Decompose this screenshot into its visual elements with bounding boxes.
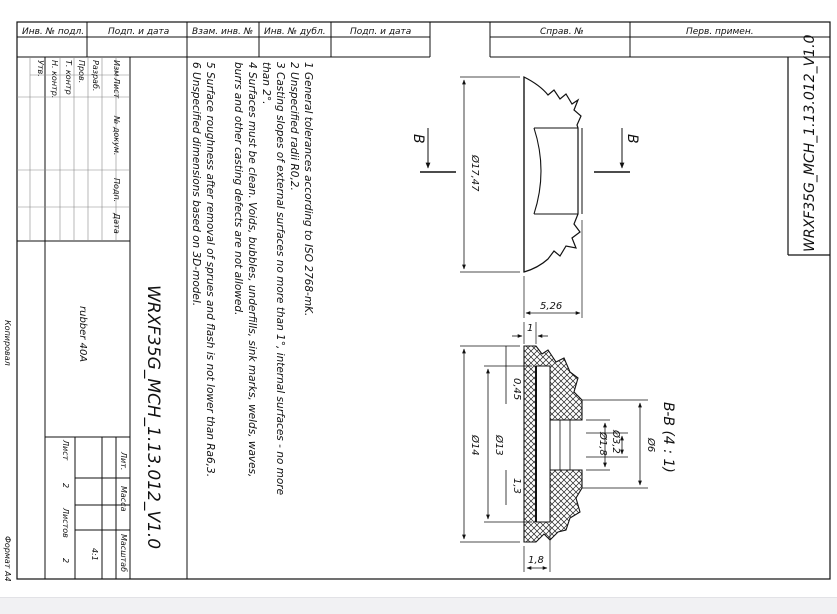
title-block: Изм Разраб. Пров. Т. контр Н. контр. Утв… — [3, 57, 188, 582]
format-label: Формат A4 — [3, 536, 12, 582]
side-code-box: WRXF35G_MCH_1.13.012_V1.0 — [787, 34, 830, 256]
note-line: 5 Surface roughness after removal of spr… — [204, 62, 216, 477]
masshtab-label: Масштаб — [119, 534, 128, 572]
listov-label: Листов — [61, 507, 70, 538]
dim-18d: Ø1,8 — [597, 431, 609, 456]
listov-number: 2 — [61, 558, 70, 563]
designation: WRXF35G_MCH_1.13.012_V1.0 — [143, 285, 163, 549]
list-number: 2 — [61, 483, 70, 488]
dim-13: Ø13 — [493, 434, 505, 456]
dim-bottom: 1,8 — [528, 555, 544, 566]
note-line: 2 Unspecified radii R0,2. — [288, 62, 300, 191]
label-inv-podl: Инв. № подл. — [22, 27, 84, 37]
note-line: 1 General tolerances according to ISO 27… — [302, 62, 314, 316]
row-prov: Пров. — [77, 60, 86, 83]
label-podp-data-2: Подп. и дата — [350, 27, 411, 37]
label-inv-dubl: Инв. № дубл. — [264, 27, 326, 37]
material: rubber 40A — [77, 306, 88, 362]
technical-notes: 1 General tolerances according to ISO 27… — [190, 62, 314, 495]
top-strip: Инв. № подл. Подп. и дата Взам. инв. № И… — [17, 22, 830, 58]
width-label-top: 5,26 — [540, 301, 562, 312]
section-title: B-B (4 : 1) — [660, 402, 676, 473]
section-hatch-region — [523, 345, 583, 543]
note-line: 3 Casting slopes of external surfaces no… — [274, 62, 286, 495]
dim-32: Ø3,2 — [610, 429, 622, 454]
dim-6: Ø6 — [645, 437, 657, 452]
label-vzam-inv: Взам. инв. № — [192, 27, 253, 37]
note-line: than 2°. — [260, 62, 272, 104]
col-date: Дата — [112, 212, 121, 234]
label-podp-data-1: Подп. и дата — [108, 27, 169, 37]
label-sprav: Справ. № — [540, 27, 584, 37]
part-outline-top — [523, 76, 582, 273]
copied-label: Копировал — [3, 320, 12, 366]
lit-label: Лит. — [119, 451, 128, 470]
sheet-frame — [16, 21, 831, 580]
section-view: 1 Ø14 Ø13 0,45 1,3 Ø3,2 Ø1,8 Ø6 1,8 B-B … — [460, 322, 676, 572]
part-view-top: Ø17,47 5,26 B B — [410, 76, 640, 318]
dim-13b: 1,3 — [511, 478, 522, 494]
dim-045: 0,45 — [511, 378, 522, 400]
row-n-kontr: Н. контр. — [50, 60, 59, 98]
list-label: Лист — [61, 439, 70, 461]
section-mark-right: B — [624, 134, 640, 144]
label-perv-primen: Перв. примен. — [686, 27, 754, 37]
massa-label: Масса — [119, 486, 128, 512]
dim-14: Ø14 — [469, 434, 481, 456]
row-utv: Утв. — [36, 60, 45, 77]
col-list: Лист — [112, 77, 121, 99]
side-code: WRXF35G_MCH_1.13.012_V1.0 — [802, 34, 818, 252]
row-t-kontr: Т. контр — [64, 60, 73, 95]
row-razrab: Разраб. — [91, 60, 100, 91]
section-mark-left: B — [410, 134, 426, 144]
viewer-bottom-bar — [0, 597, 837, 614]
col-doc: № докум. — [112, 115, 121, 155]
note-line: 6 Unspecified dimensions based on 3D-mod… — [190, 62, 202, 306]
note-line: 4 Surfaces must be clean. Voids, bubbles… — [246, 62, 258, 477]
col-sign: Подп. — [112, 178, 121, 202]
dim-top: 1 — [527, 323, 533, 334]
note-line: burrs and other casting defects are not … — [232, 62, 244, 315]
dia-label-top: Ø17,47 — [469, 154, 481, 192]
row-izm: Изм — [112, 60, 121, 76]
scale-value: 4:1 — [90, 548, 99, 561]
